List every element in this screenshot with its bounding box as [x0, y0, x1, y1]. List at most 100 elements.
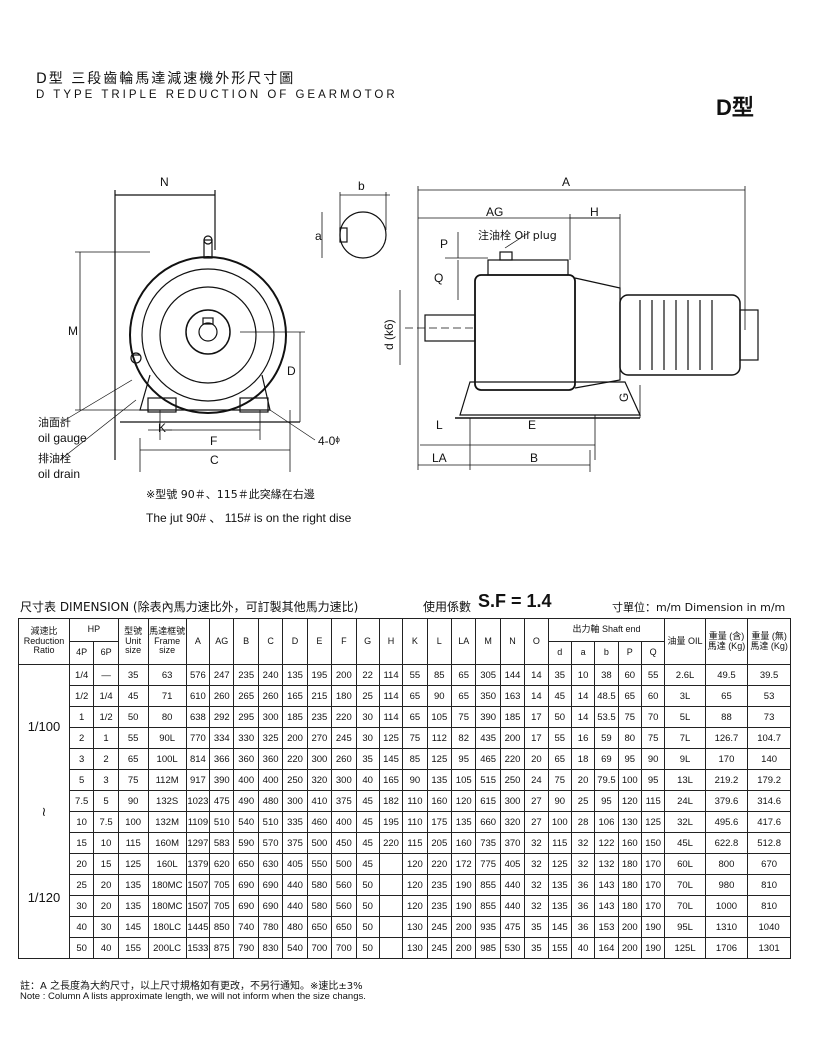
dim-label-q: Q — [434, 271, 443, 285]
table-cell: 70L — [664, 895, 706, 917]
table-cell: 705 — [209, 895, 235, 917]
table-cell: 1533 — [185, 937, 211, 959]
header-col: B — [233, 618, 259, 665]
table-cell: 75 — [617, 706, 642, 728]
header-shaft-end: 出力軸 Shaft end — [547, 618, 666, 642]
table-cell: 15 — [93, 853, 119, 875]
table-cell: 475 — [499, 916, 526, 938]
table-cell: 700 — [331, 937, 357, 959]
table-cell: 170 — [704, 748, 749, 770]
table-cell: 1507 — [185, 874, 211, 896]
table-cell: 80 — [147, 706, 187, 728]
table-cell: 24 — [524, 769, 549, 791]
table-cell: 410 — [306, 790, 333, 812]
table-cell: 814 — [185, 748, 211, 770]
header-shaft-col: d — [547, 641, 572, 665]
table-cell: 17 — [524, 727, 549, 749]
table-cell: 775 — [475, 853, 501, 875]
header-weight-with-motor: 重量 (含) 馬達 (Kg) — [704, 618, 749, 665]
note-english: Note : Column A lists approximate length… — [20, 991, 366, 1002]
table-cell: 20 — [93, 895, 119, 917]
table-cell: 32 — [524, 874, 549, 896]
type-mark: D型 — [716, 95, 754, 120]
table-cell: 112 — [426, 727, 453, 749]
table-cell: 980 — [704, 874, 749, 896]
table-cell: 30 — [355, 727, 380, 749]
table-cell: 106 — [594, 811, 619, 833]
table-cell: 60L — [664, 853, 706, 875]
table-cell: 690 — [257, 874, 284, 896]
table-cell: 620 — [209, 853, 235, 875]
table-cell: 160 — [426, 790, 453, 812]
title-english: D TYPE TRIPLE REDUCTION OF GEARMOTOR — [36, 89, 398, 101]
table-cell: 115 — [640, 790, 666, 812]
table-cell: 27 — [524, 790, 549, 812]
table-cell: 495.6 — [704, 811, 749, 833]
table-cell: 65 — [704, 685, 749, 707]
table-cell: 170 — [640, 853, 666, 875]
table-cell: 935 — [475, 916, 501, 938]
dim-label-g: G — [617, 393, 631, 402]
table-cell: 1445 — [185, 916, 211, 938]
table-cell: 135 — [547, 895, 572, 917]
table-cell: 65 — [451, 664, 477, 686]
table-cell — [378, 853, 404, 875]
table-cell: 114 — [378, 685, 404, 707]
table-cell: 10 — [68, 811, 95, 833]
table-cell: 25 — [355, 685, 380, 707]
table-cell: 400 — [257, 769, 284, 791]
header-col: F — [331, 618, 357, 665]
table-cell: 855 — [475, 895, 501, 917]
table-cell: 350 — [475, 685, 501, 707]
table-cell: 235 — [426, 895, 453, 917]
gearmotor-drawing: N b a M D K F C 4-0ᶲ 油面計 oil gauge 排油栓 o… — [38, 175, 759, 525]
table-cell: 260 — [209, 685, 235, 707]
ratio-label: 1/120 — [27, 889, 61, 905]
table-cell: 145 — [547, 916, 572, 938]
table-cell: 300 — [282, 790, 308, 812]
table-cell: 13L — [664, 769, 706, 791]
table-cell: 132M — [147, 811, 187, 833]
oil-gauge-label-cn: 油面計 — [38, 415, 71, 429]
table-cell: 300 — [306, 748, 333, 770]
table-cell: 440 — [282, 895, 308, 917]
table-cell: 50 — [117, 706, 149, 728]
table-cell: 295 — [233, 706, 259, 728]
table-cell: 650 — [233, 853, 259, 875]
table-cell: 65 — [402, 706, 428, 728]
table-cell: 366 — [209, 748, 235, 770]
table-cell: 45 — [355, 832, 380, 854]
dim-label-e: E — [528, 418, 536, 432]
table-cell: 145 — [117, 916, 149, 938]
table-cell: 105 — [451, 769, 477, 791]
table-cell: 480 — [282, 916, 308, 938]
table-cell: 512.8 — [747, 832, 791, 854]
table-cell: 160 — [451, 832, 477, 854]
table-cell: 48.5 — [594, 685, 619, 707]
table-cell: 125L — [664, 937, 706, 959]
table-cell: 435 — [475, 727, 501, 749]
table-cell: 143 — [594, 874, 619, 896]
table-cell: 27 — [524, 811, 549, 833]
table-cell: 100 — [617, 769, 642, 791]
table-cell: 185 — [282, 706, 308, 728]
table-cell: 690 — [233, 895, 259, 917]
table-cell: 185 — [499, 706, 526, 728]
table-cell: 95 — [617, 748, 642, 770]
table-cell: 7L — [664, 727, 706, 749]
table-cell: 55 — [117, 727, 149, 749]
header-col: LA — [451, 618, 477, 665]
table-cell: 122 — [594, 832, 619, 854]
table-cell: 79.5 — [594, 769, 619, 791]
table-cell: 95L — [664, 916, 706, 938]
table-cell: 65 — [117, 748, 149, 770]
table-cell: 830 — [257, 937, 284, 959]
table-cell: 40 — [570, 937, 596, 959]
table-cell: 120 — [402, 874, 428, 896]
table-cell: 110 — [402, 790, 428, 812]
sf-value: S.F = 1.4 — [478, 591, 552, 611]
table-cell: 32 — [570, 853, 596, 875]
dim-label-m: M — [68, 324, 78, 338]
